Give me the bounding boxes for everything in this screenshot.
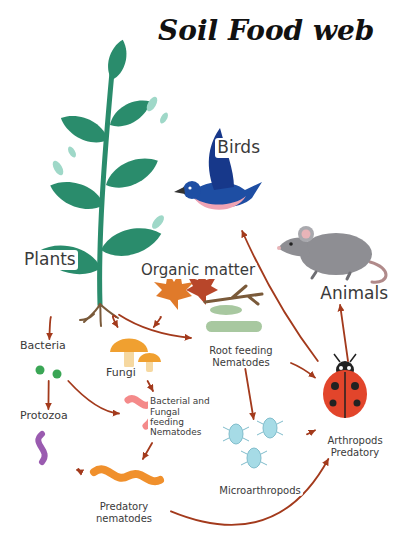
ladybug (354, 400, 361, 407)
plant-root (80, 314, 94, 320)
microarthropod (229, 424, 243, 444)
ladybug (339, 366, 343, 370)
food-arrow (49, 317, 51, 339)
food-arrow (340, 305, 348, 361)
bacteria (36, 366, 62, 379)
bacteria (53, 370, 62, 379)
root-nematode (206, 321, 262, 332)
organism-label: Birds (215, 138, 262, 158)
microarthropod (247, 448, 261, 468)
food-arrow (48, 381, 50, 409)
organism-node: Plants (22, 250, 118, 316)
plant-leaf (101, 150, 163, 195)
organism-node: Microarthropods (214, 420, 306, 496)
ladybug (323, 370, 367, 418)
plant-leaf (35, 38, 165, 281)
water-drop (145, 95, 160, 113)
microarthropod (263, 418, 277, 438)
water-drop (158, 111, 169, 124)
microarthropod (223, 421, 283, 465)
water-drop (66, 145, 77, 158)
food-arrow (154, 317, 161, 327)
food-arrow (171, 459, 328, 525)
rat (302, 230, 311, 239)
predatory-nematode (94, 469, 160, 481)
fallen-leaves (210, 305, 242, 315)
plant-stem (100, 72, 112, 305)
organism-label: Plants (22, 250, 78, 270)
bird (194, 196, 246, 210)
rat (289, 242, 293, 246)
organism-label: Animals (318, 284, 390, 304)
bird (188, 186, 191, 189)
organism-node: Protozoa (18, 410, 78, 468)
root-nematode (206, 321, 262, 332)
food-arrow (242, 231, 318, 361)
ladybug (347, 366, 351, 370)
rat (277, 226, 386, 282)
rat (298, 226, 314, 242)
organism-node: Predatory nematodes (78, 460, 170, 524)
microarthropod (223, 418, 283, 468)
plant-leaf (105, 93, 155, 133)
bacteria (36, 366, 45, 375)
organism-label: Predatory nematodes (78, 501, 170, 524)
plant-root (100, 304, 101, 326)
food-arrow (119, 315, 191, 338)
food-arrow (307, 430, 315, 434)
plant-stem (100, 72, 112, 305)
organism-label: Fungi (104, 367, 138, 380)
water-drop (51, 159, 66, 177)
organism-label: Root feeding Nematodes (192, 345, 290, 368)
organism-node: Arthropods Predatory (316, 362, 394, 458)
bird (174, 128, 262, 210)
protozoa (38, 434, 44, 462)
rat (312, 272, 350, 279)
ladybug (323, 354, 367, 418)
ladybug (334, 354, 356, 362)
ladybug (344, 372, 346, 418)
organism-node: Animals (276, 206, 390, 304)
fungi (124, 350, 134, 368)
food-arrow (77, 469, 80, 471)
plant-root (80, 304, 118, 326)
organism-node: Fungi (104, 328, 162, 380)
organism-label: Protozoa (18, 410, 70, 423)
plant-leaf (104, 38, 131, 83)
bird (183, 181, 201, 199)
ladybug (331, 382, 339, 390)
rat (370, 262, 386, 282)
fungi (110, 339, 148, 353)
title: Soil Food web (158, 14, 374, 47)
organism-label: Organic matter (139, 262, 257, 279)
organism-label: Microarthropods (217, 485, 302, 497)
food-arrow (68, 381, 119, 414)
organism-label: Arthropods Predatory (316, 435, 394, 458)
plant-leaf (56, 109, 112, 150)
fungi (138, 353, 161, 362)
water-drop (150, 213, 166, 230)
organism-node: Bacterial and Fungal feeding Nematodes (120, 392, 214, 442)
food-arrow (143, 443, 152, 459)
ladybug (330, 400, 337, 407)
bird (174, 187, 185, 194)
food-arrow (148, 381, 153, 391)
food-arrow (113, 316, 118, 327)
protozoa (38, 434, 44, 462)
water-drop (51, 95, 170, 231)
ladybug (351, 382, 359, 390)
fallen-leaves (205, 286, 262, 304)
rat (277, 246, 281, 250)
organism-node: Bacteria (18, 340, 80, 380)
organism-node: Root feeding Nematodes (192, 318, 290, 368)
plant-leaf (46, 175, 108, 216)
organism-node: Birds (180, 138, 262, 230)
organism-node: Organic matter (135, 262, 271, 316)
organism-label: Bacteria (18, 340, 68, 353)
food-arrow (291, 363, 315, 378)
predatory-nematode (94, 469, 160, 481)
organism-label: Bacterial and Fungal feeding Nematodes (148, 396, 214, 437)
food-arrow (245, 369, 253, 419)
